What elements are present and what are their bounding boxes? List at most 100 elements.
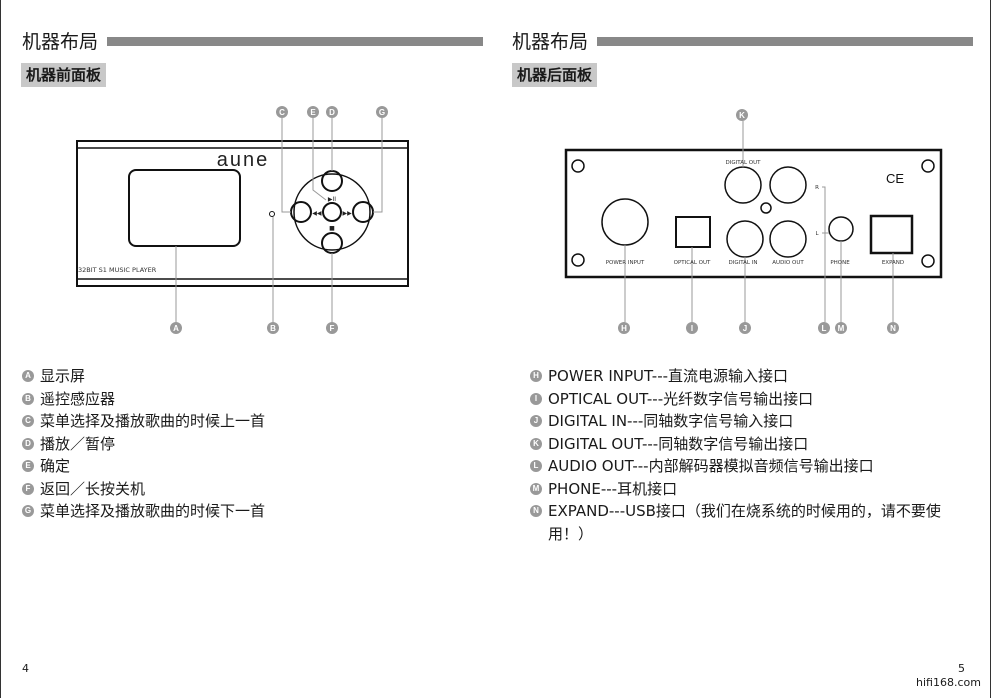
legend-text: 返回／长按关机 bbox=[40, 479, 146, 498]
legend-item: K DIGITAL OUT---同轴数字信号输出接口 bbox=[530, 433, 950, 456]
callout-letter: J bbox=[743, 324, 747, 333]
ce-mark: CE bbox=[886, 171, 904, 186]
callout-badge-icon: G bbox=[22, 505, 34, 517]
digital-in-rca bbox=[726, 220, 764, 258]
legend-item: F 返回／长按关机 bbox=[22, 478, 265, 501]
legend-text: OPTICAL OUT---光纤数字信号输出接口 bbox=[548, 389, 814, 408]
callout-circle bbox=[887, 322, 899, 334]
callout-badge-icon: M bbox=[530, 482, 542, 495]
legend-text: POWER INPUT---直流电源输入接口 bbox=[548, 367, 789, 385]
legend-text: 菜单选择及播放歌曲的时候上一首 bbox=[40, 412, 266, 430]
callout-badge-icon: K bbox=[530, 437, 542, 450]
callout-badge-icon: L bbox=[530, 460, 542, 472]
legend-item: H POWER INPUT---直流电源输入接口 bbox=[530, 365, 950, 388]
brand-logo: aune bbox=[217, 149, 270, 171]
callout-letter: K bbox=[739, 111, 745, 120]
legend-text: 显示屏 bbox=[40, 367, 86, 385]
section-title-left: 机器布局 bbox=[22, 31, 99, 53]
callout-badge-icon: C bbox=[22, 415, 34, 427]
expand-usb-port bbox=[869, 214, 914, 255]
callout-letter: F bbox=[330, 324, 335, 333]
legend-text: 遥控感应器 bbox=[40, 389, 116, 408]
legend-item: J DIGITAL IN---同轴数字信号输入接口 bbox=[530, 410, 950, 433]
callout-letter: I bbox=[691, 324, 693, 333]
callout-letter: M bbox=[838, 324, 845, 333]
title-rule-right bbox=[597, 37, 973, 46]
subtitle-front-panel: 机器前面板 bbox=[21, 63, 107, 87]
callout-circle bbox=[618, 322, 630, 334]
legend-item: E 确定 bbox=[22, 455, 265, 478]
control-wheel bbox=[293, 173, 371, 251]
callout-badge-icon: F bbox=[22, 482, 34, 495]
callout-circle bbox=[835, 322, 847, 334]
callout-badge-icon: D bbox=[22, 437, 34, 450]
page-edge-left bbox=[0, 0, 1, 698]
legend-item: N EXPAND---USB接口（我们在烧系统的时候用的，请不要使用！） bbox=[530, 500, 950, 545]
label-digital-in: DIGITAL IN bbox=[729, 260, 758, 266]
next-track-icon: ▶▶I bbox=[343, 210, 354, 217]
label-digital-out: DIGITAL OUT bbox=[726, 160, 762, 166]
callout-circle bbox=[276, 106, 288, 118]
callout-letter: A bbox=[173, 324, 179, 333]
callout-circle bbox=[326, 322, 338, 334]
legend-text: 播放／暂停 bbox=[40, 434, 116, 453]
callout-letter: E bbox=[310, 108, 316, 117]
callout-letter: D bbox=[329, 108, 335, 117]
callout-badge-icon: A bbox=[22, 370, 34, 382]
label-optical-out: OPTICAL OUT bbox=[674, 260, 711, 266]
callout-badge-icon: J bbox=[530, 415, 542, 427]
digital-out-rca bbox=[724, 166, 762, 204]
callout-circle bbox=[739, 322, 751, 334]
phone-jack bbox=[828, 216, 854, 242]
front-panel-diagram bbox=[76, 118, 409, 322]
rear-panel-legend: H POWER INPUT---直流电源输入接口 I OPTICAL OUT---光纤… bbox=[530, 365, 950, 545]
callout-badge-icon: N bbox=[530, 505, 542, 517]
callout-circle bbox=[736, 109, 748, 121]
callout-circle bbox=[170, 322, 182, 334]
callout-circle bbox=[818, 322, 830, 334]
optical-out-port bbox=[675, 216, 711, 248]
label-audio-out: AUDIO OUT bbox=[772, 260, 804, 266]
section-title-right: 机器布局 bbox=[512, 31, 589, 53]
subtitle-rear-panel: 机器后面板 bbox=[512, 63, 598, 87]
legend-text: PHONE---耳机接口 bbox=[548, 479, 678, 498]
callout-badge-icon: I bbox=[530, 392, 542, 405]
callout-letter: B bbox=[270, 324, 276, 333]
legend-item: L AUDIO OUT---内部解码器模拟音频信号输出接口 bbox=[530, 455, 950, 478]
legend-item: A 显示屏 bbox=[22, 365, 265, 388]
title-rule-left bbox=[107, 37, 483, 46]
callout-letter: C bbox=[279, 108, 285, 117]
play-pause-icon: ▶II bbox=[328, 196, 336, 203]
callout-circle bbox=[686, 322, 698, 334]
legend-text: AUDIO OUT---内部解码器模拟音频信号输出接口 bbox=[548, 457, 874, 475]
remote-sensor bbox=[269, 211, 275, 217]
callout-badge-icon: H bbox=[530, 370, 542, 382]
legend-item: C 菜单选择及播放歌曲的时候上一首 bbox=[22, 410, 265, 433]
stop-icon: ■ bbox=[329, 225, 335, 232]
legend-text: DIGITAL OUT---同轴数字信号输出接口 bbox=[548, 434, 809, 453]
legend-text: DIGITAL IN---同轴数字信号输入接口 bbox=[548, 412, 794, 430]
page-number-left: 4 bbox=[22, 662, 29, 675]
callout-circle bbox=[326, 106, 338, 118]
legend-text: 确定 bbox=[40, 457, 71, 475]
callout-badge-icon: E bbox=[22, 460, 34, 472]
callout-circle bbox=[267, 322, 279, 334]
legend-text: EXPAND---USB接口（我们在烧系统的时候用的，请不要使用！） bbox=[548, 502, 941, 543]
callout-circle bbox=[307, 106, 319, 118]
legend-item: D 播放／暂停 bbox=[22, 433, 265, 456]
label-r: R bbox=[815, 185, 819, 191]
model-label: 32BIT S1 MUSIC PLAYER bbox=[78, 266, 157, 274]
page-number-right: 5 bbox=[958, 662, 965, 675]
callout-letter: G bbox=[379, 108, 385, 117]
callout-letter: L bbox=[822, 324, 827, 333]
power-input-jack bbox=[601, 198, 649, 246]
label-expand: EXPAND bbox=[882, 260, 904, 266]
callout-circle bbox=[376, 106, 388, 118]
legend-item: M PHONE---耳机接口 bbox=[530, 478, 950, 501]
callout-letter: N bbox=[890, 324, 896, 333]
callout-letter: H bbox=[621, 324, 627, 333]
